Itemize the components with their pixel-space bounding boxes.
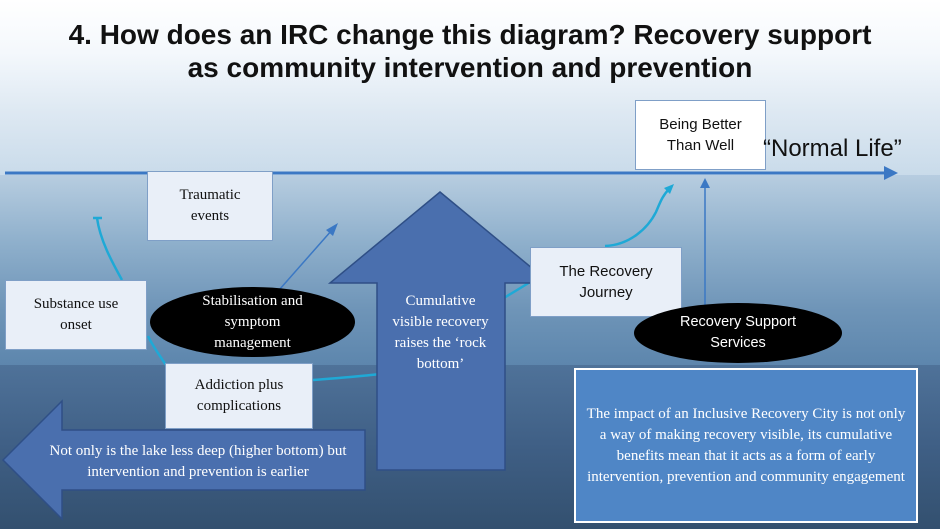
stabilisation-ellipse: Stabilisation and symptom management — [150, 287, 355, 357]
stabilisation-arrow-line — [271, 229, 333, 299]
stabilisation-label: Stabilisation and symptom management — [202, 292, 303, 351]
recovery-journey-label: The Recovery Journey — [559, 263, 653, 301]
support-services-label: Recovery Support Services — [679, 314, 797, 351]
rock-bottom-arrow-text: Cumulative visible recovery raises the ‘… — [392, 293, 489, 372]
addiction-label: Addiction plus complications — [194, 377, 284, 414]
being-better-box: Being Better Than Well — [635, 100, 766, 170]
journey-curve — [95, 187, 671, 382]
substance-use-label: Substance use onset — [33, 296, 119, 333]
slide-title: 4. How does an IRC change this diagram? … — [0, 18, 940, 84]
journey-end-arrowhead — [664, 184, 674, 194]
support-services-ellipse: Recovery Support Services — [634, 303, 842, 363]
traumatic-events-label: Traumatic events — [179, 187, 241, 224]
normal-life-label: “Normal Life” — [763, 135, 902, 162]
title-line-1: 4. How does an IRC change this diagram? … — [68, 19, 872, 50]
being-better-label: Being Better Than Well — [659, 116, 742, 154]
addiction-box: Addiction plus complications — [165, 363, 313, 429]
stabilisation-arrowhead — [326, 223, 338, 236]
recovery-journey-box: The Recovery Journey — [530, 247, 682, 317]
earlier-intervention-text: Not only is the lake less deep (higher b… — [49, 443, 347, 480]
earlier-intervention-left-arrow — [1, 399, 366, 521]
title-line-2: as community intervention and prevention — [187, 52, 753, 83]
substance-use-box: Substance use onset — [5, 280, 147, 350]
irc-impact-text: The impact of an Inclusive Recovery City… — [586, 405, 906, 485]
irc-impact-box: The impact of an Inclusive Recovery City… — [574, 368, 918, 523]
normal-life-arrowhead — [884, 166, 898, 180]
sky-background — [0, 0, 940, 175]
support-arrowhead — [700, 178, 710, 188]
traumatic-events-box: Traumatic events — [147, 171, 273, 241]
